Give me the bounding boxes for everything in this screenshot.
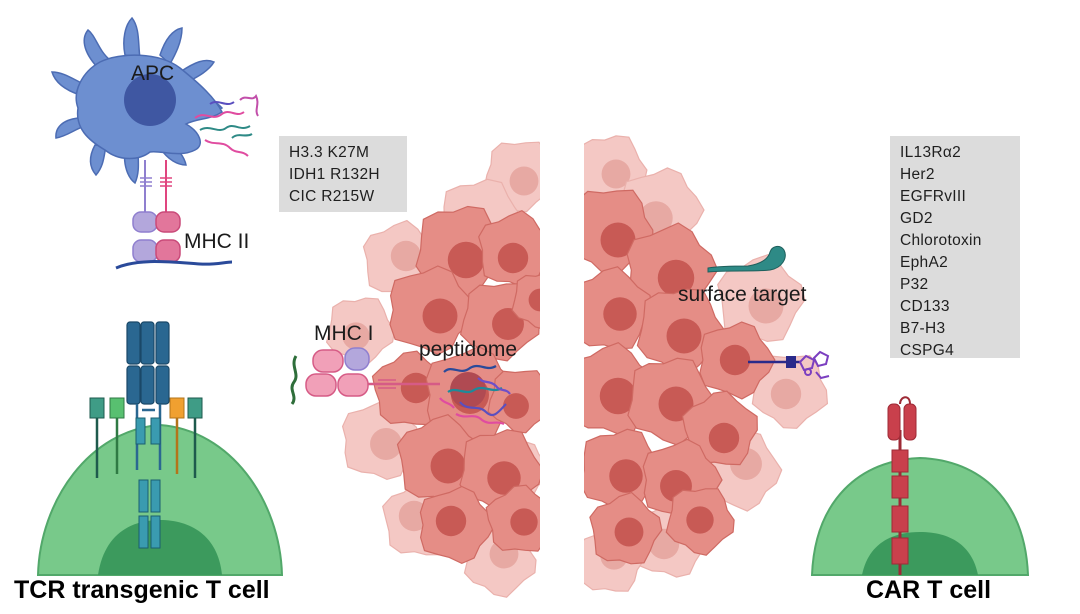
- tumor-cell-nucleus: [492, 308, 524, 340]
- tumor-cell-nucleus: [435, 505, 467, 537]
- peptidome-cell: [439, 364, 511, 426]
- car-receptor: [887, 396, 917, 575]
- tumor-cell-nucleus: [686, 506, 714, 534]
- tumor-cell-nucleus: [370, 428, 402, 460]
- mhc1-label: MHC I: [314, 322, 374, 345]
- mhc2-complex: [115, 211, 233, 270]
- tcr-t-cell: [36, 321, 284, 576]
- tumor-cell-nucleus: [609, 459, 643, 493]
- car-target: GD2: [900, 210, 933, 227]
- tumor-cell-nucleus: [422, 298, 458, 334]
- tcr-coreceptors: [89, 397, 203, 478]
- tcr-antigen: CIC R215W: [289, 188, 375, 205]
- tumor-cell-nucleus: [603, 297, 637, 331]
- tcr-antigen: IDH1 R132H: [289, 166, 380, 183]
- tumor-cell-nucleus: [390, 240, 422, 272]
- tumor-cell-nucleus: [400, 372, 432, 404]
- tumor-cell-nucleus: [487, 461, 521, 495]
- tumor-cell-nucleus: [447, 241, 485, 279]
- car-target: CD133: [900, 298, 950, 315]
- tumor-cell-nucleus: [509, 166, 539, 196]
- apc-label: APC: [131, 62, 175, 85]
- mhc1-complex: [290, 347, 440, 405]
- tumor-cell-nucleus: [600, 222, 636, 258]
- car-t-cell: [748, 350, 1030, 576]
- mhc2-label: MHC II: [184, 230, 250, 253]
- car-target-list: IL13Rα2 Her2 EGFRvIII GD2 Chlorotoxin Ep…: [890, 136, 1020, 359]
- tumor-cell-nucleus: [510, 508, 538, 536]
- car-target: B7-H3: [900, 320, 946, 337]
- tumor-cell-nucleus: [430, 448, 466, 484]
- car-target: Her2: [900, 166, 935, 183]
- tumor-cell-nucleus: [666, 318, 702, 354]
- tumor-cell-nucleus: [503, 393, 529, 419]
- car-target: Chlorotoxin: [900, 232, 982, 249]
- surface-target-label: surface target: [678, 283, 807, 306]
- car-target: IL13Rα2: [900, 144, 962, 161]
- tcr-antigen-list: H3.3 K27M IDH1 R132H CIC R215W: [279, 136, 407, 212]
- tumor-cell-nucleus: [601, 159, 631, 189]
- tumor-cell-nucleus: [342, 322, 370, 350]
- tumor-cell-nucleus: [657, 259, 695, 297]
- tumor-cell-nucleus: [497, 242, 529, 274]
- tumor-left-half: [325, 141, 540, 598]
- tumor-cell-nucleus: [708, 422, 740, 454]
- car-target: EphA2: [900, 254, 949, 271]
- peptidome-label: peptidome: [419, 338, 518, 361]
- tcr-receptor: [126, 321, 170, 405]
- tcr-cell-title: TCR transgenic T cell: [14, 576, 270, 604]
- car-target: EGFRvIII: [900, 188, 967, 205]
- tumor-cell-nucleus: [748, 288, 784, 324]
- tumor-cell-nucleus: [658, 386, 694, 422]
- tcr-antigen: H3.3 K27M: [289, 144, 370, 161]
- tumor-mass: [325, 135, 829, 598]
- apc-cell: [50, 16, 259, 215]
- tumor-right-half: [584, 135, 829, 592]
- tumor-cell-nucleus: [528, 288, 540, 312]
- surface-target: [707, 245, 786, 273]
- car-target: CSPG4: [900, 342, 955, 359]
- tumor-cell-nucleus: [599, 377, 637, 415]
- car-target: P32: [900, 276, 929, 293]
- tumor-cell-nucleus: [614, 517, 644, 547]
- tumor-cell-nucleus: [719, 344, 751, 376]
- car-cell-title: CAR T cell: [866, 576, 992, 604]
- tumor-cell: [511, 274, 540, 329]
- tumor-cell-nucleus: [770, 378, 802, 410]
- apc-nucleus: [124, 74, 176, 126]
